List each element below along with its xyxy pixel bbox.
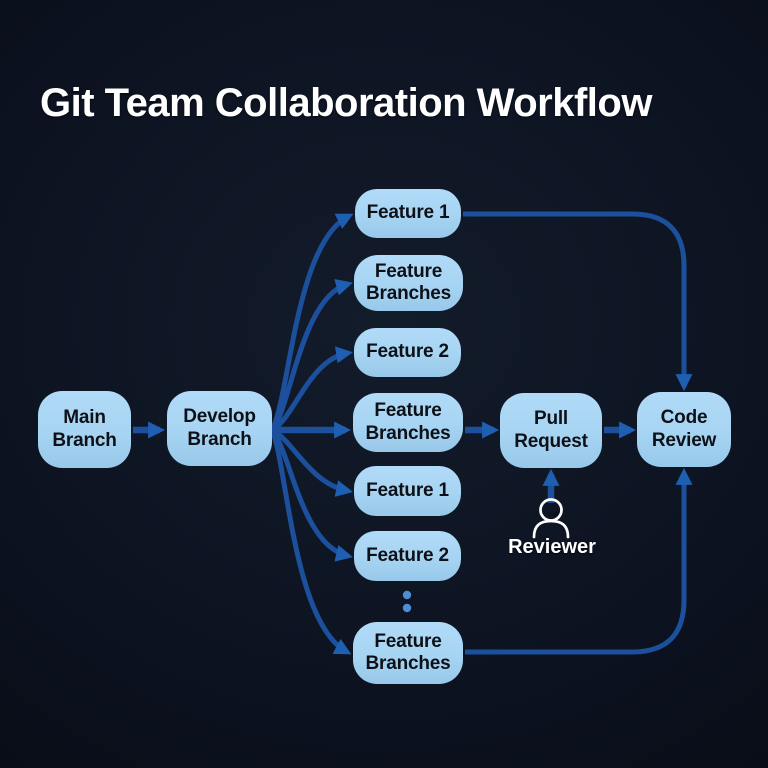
reviewer-label: Reviewer: [508, 536, 596, 558]
node-feature-2-top-label: Feature 2: [366, 341, 449, 363]
edge-develop-to-feature2-mid: [269, 428, 353, 562]
node-main-branch-label: Main Branch: [52, 407, 117, 451]
node-feature-1-mid[interactable]: Feature 1: [354, 466, 461, 516]
node-feature-2-mid[interactable]: Feature 2: [354, 531, 461, 581]
node-pull-request-label: Pull Request: [514, 408, 588, 452]
edge-feature-branches-bottom-to-code-review: [465, 467, 693, 655]
node-feature-branches-mid-label: Feature Branches: [365, 400, 451, 444]
node-pull-request[interactable]: Pull Request: [500, 393, 602, 468]
node-code-review[interactable]: Code Review: [637, 392, 731, 467]
node-feature-branches-mid[interactable]: Feature Branches: [353, 393, 463, 452]
node-feature-branches-top-label: Feature Branches: [366, 260, 451, 304]
edge-feature1-top-to-code-review: [463, 211, 693, 392]
node-develop-branch[interactable]: Develop Branch: [167, 391, 272, 466]
node-main-branch[interactable]: Main Branch: [38, 391, 131, 468]
edge-develop-to-feature1-mid: [270, 427, 353, 497]
edge-develop-to-feature2-top: [270, 346, 354, 433]
page-title: Git Team Collaboration Workflow: [40, 81, 652, 125]
node-feature-2-top[interactable]: Feature 2: [354, 328, 461, 377]
ellipsis-dots: [402, 590, 412, 613]
node-feature-2-mid-label: Feature 2: [366, 544, 449, 566]
node-feature-branches-bottom-label: Feature Branches: [365, 630, 451, 674]
node-code-review-label: Code Review: [651, 407, 717, 451]
node-feature-1-top[interactable]: Feature 1: [355, 189, 461, 238]
node-feature-branches-top[interactable]: Feature Branches: [354, 255, 463, 311]
edge-develop-to-feature1-top: [269, 213, 354, 432]
edge-develop-to-feature-branches-bottom: [269, 428, 352, 655]
node-feature-1-top-label: Feature 1: [366, 202, 450, 224]
node-feature-1-mid-label: Feature 1: [366, 479, 449, 501]
edge-develop-to-feature-branches-top: [269, 279, 353, 432]
person-icon: [532, 498, 570, 539]
node-develop-branch-label: Develop Branch: [183, 406, 256, 450]
node-feature-branches-bottom[interactable]: Feature Branches: [353, 622, 463, 684]
